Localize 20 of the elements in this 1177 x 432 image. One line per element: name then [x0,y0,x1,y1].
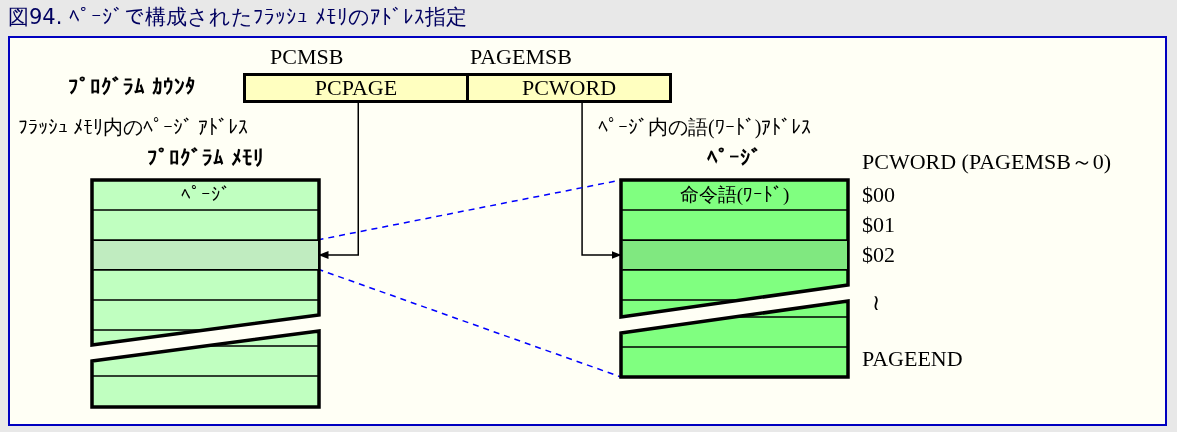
bit-label: PAGEMSB [470,44,572,70]
register-label: ﾌﾟﾛｸﾞﾗﾑ ｶｳﾝﾀ [68,75,197,99]
address-label: $01 [862,212,895,238]
address-label: $00 [862,182,895,208]
register-field: PCWORD [469,73,672,103]
highlighted-row [93,240,318,270]
address-label: $02 [862,242,895,268]
figure-title: 図94. ﾍﾟｰｼﾞで構成されたﾌﾗｯｼｭ ﾒﾓﾘのｱﾄﾞﾚｽ指定 [8,4,467,31]
row-label: ﾍﾟｰｼﾞ [179,183,232,207]
break-mark: ≀ [872,290,880,316]
block-heading: ﾍﾟｰｼﾞ [706,146,763,170]
bit-label: PCMSB [270,44,344,70]
address-label: PAGEEND [862,346,963,372]
caption-text: ﾌﾗｯｼｭ ﾒﾓﾘ内のﾍﾟｰｼﾞ ｱﾄﾞﾚｽ [18,115,248,140]
highlighted-row [622,240,847,270]
column-heading: PCWORD (PAGEMSB～0) [862,148,1112,176]
caption-text: ﾍﾟｰｼﾞ内の語(ﾜｰﾄﾞ)ｱﾄﾞﾚｽ [598,115,812,141]
register-field: PCPAGE [243,73,469,103]
block-heading: ﾌﾟﾛｸﾞﾗﾑ ﾒﾓﾘ [145,146,266,170]
row-label: 命令語(ﾜｰﾄﾞ) [678,183,791,207]
